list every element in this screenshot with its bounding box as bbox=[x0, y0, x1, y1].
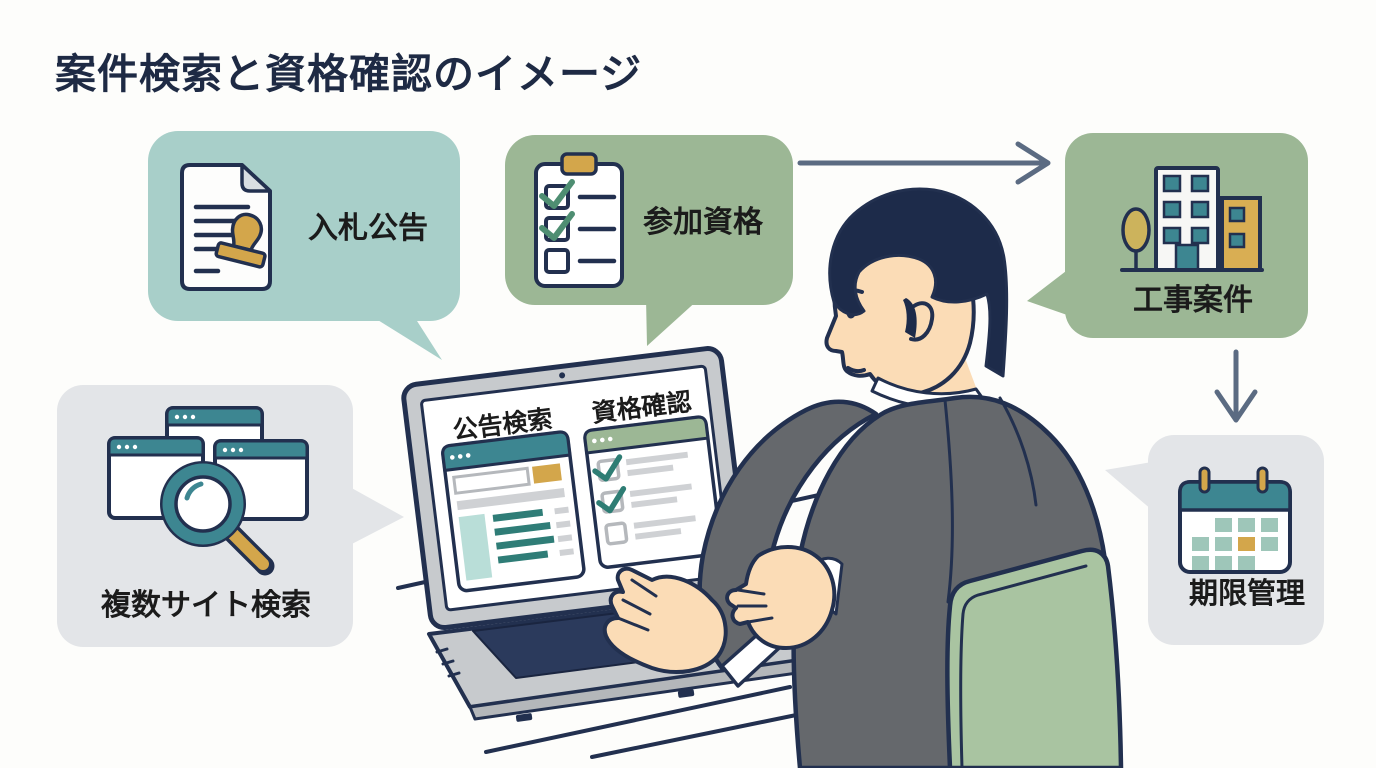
laptop-lid: 公告検索 資格確認 bbox=[401, 346, 751, 631]
laptop-ports bbox=[435, 647, 461, 678]
calendar-highlight-cell bbox=[1238, 537, 1255, 551]
bubble-construction-project: 工事案件 bbox=[1027, 133, 1308, 338]
browsers-magnifier-icon bbox=[107, 406, 309, 576]
result-bars bbox=[492, 508, 555, 564]
screen-window-checklist bbox=[583, 415, 723, 569]
arrow-project-to-deadline bbox=[1214, 349, 1258, 423]
bubble-deadline-management: 期限管理 bbox=[1105, 435, 1324, 645]
ear bbox=[909, 301, 935, 342]
calendar-icon bbox=[1178, 466, 1292, 574]
bubble-multi-site-search-label: 複数サイト検索 bbox=[101, 588, 311, 623]
bubble-deadline-management-label: 期限管理 bbox=[1189, 576, 1305, 610]
webcam-dot bbox=[559, 372, 566, 379]
document-stamp-icon bbox=[180, 163, 272, 291]
hair bbox=[828, 187, 1009, 378]
window-dots-icon bbox=[592, 436, 613, 444]
window-dots-icon bbox=[449, 453, 471, 460]
mouth bbox=[846, 366, 866, 374]
screen-window-search bbox=[441, 430, 586, 593]
arrow-qualification-to-project bbox=[797, 141, 1051, 185]
bubble-participation-qualification: 参加資格 bbox=[505, 135, 793, 346]
sidebar-block bbox=[458, 513, 493, 581]
search-button bbox=[532, 463, 562, 484]
bubble-participation-qualification-label: 参加資格 bbox=[643, 205, 764, 240]
hand-right bbox=[725, 545, 837, 650]
magnifier-icon bbox=[160, 461, 275, 576]
buildings-icon bbox=[1120, 166, 1264, 272]
search-input bbox=[452, 466, 531, 495]
bubble-bid-notice-label: 入札公告 bbox=[308, 211, 428, 246]
bubble-multi-site-search: 複数サイト検索 bbox=[57, 385, 404, 647]
chair bbox=[945, 547, 1124, 768]
clipboard-checklist-icon bbox=[534, 152, 624, 288]
bubble-bid-notice: 入札公告 bbox=[148, 131, 460, 360]
bubble-construction-project-label: 工事案件 bbox=[1133, 283, 1253, 318]
checklist-rows bbox=[592, 451, 696, 546]
calendar-cells bbox=[1192, 518, 1278, 570]
page-title: 案件検索と資格確認のイメージ bbox=[55, 50, 643, 98]
hand-left bbox=[602, 566, 728, 674]
